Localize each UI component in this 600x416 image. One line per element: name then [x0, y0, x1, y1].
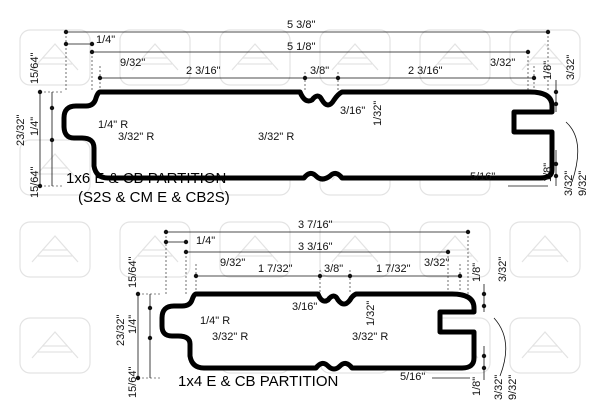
thickness-label: 23/32" — [15, 114, 27, 146]
bead-depth-label: 3/16" — [340, 105, 365, 117]
right-bottom-a-label: 1/8" — [471, 377, 483, 396]
watermark-tile — [219, 29, 291, 86]
thickness-label: 23/32" — [115, 314, 127, 346]
edge-top-label: 15/64" — [29, 52, 41, 84]
corner-radius-center-label: 3/32" R — [352, 331, 388, 343]
offset-right-label: 3/32" — [490, 57, 515, 69]
watermark-tile — [509, 221, 581, 278]
center-bead-label: 3/8" — [310, 65, 329, 77]
groove-depth-label: 5/16" — [400, 371, 425, 383]
watermark-tile — [19, 317, 91, 374]
tongue-thickness-label: 1/4" — [127, 315, 139, 334]
watermark-tile — [119, 221, 191, 278]
right-top-a-label: 1/8" — [542, 61, 554, 80]
watermark-tile — [419, 221, 491, 278]
overall-width-label: 5 3/8" — [287, 19, 315, 31]
tongue-thickness-label: 1/4" — [29, 117, 41, 136]
profile-title-1x6: 1x6 E & CB PARTITION — [66, 170, 226, 187]
watermark-tile — [319, 29, 391, 86]
right-top-a-label: 1/8" — [471, 263, 483, 282]
offset-left-label: 9/32" — [220, 257, 245, 269]
face-width-label: 3 3/16" — [298, 241, 333, 253]
right-bottom-b-label: 3/32" — [563, 171, 575, 196]
watermark-tile — [419, 29, 491, 86]
watermark-tile — [509, 29, 581, 86]
right-section-label: 1 7/32" — [376, 263, 411, 275]
watermark-tile — [19, 29, 91, 86]
tongue-radius-label: 1/4" R — [98, 119, 128, 131]
bead-depth-label: 3/16" — [292, 301, 317, 313]
edge-top-label: 15/64" — [127, 256, 139, 288]
tongue-radius-label: 1/4" R — [200, 315, 230, 327]
corner-radius-left-label: 3/32" R — [212, 331, 248, 343]
corner-radius-left-label: 3/32" R — [118, 131, 154, 143]
overall-width-label: 3 7/16" — [298, 219, 333, 231]
right-bottom-b-label: 3/32" — [493, 375, 505, 400]
tongue-quarter-label: 1/4" — [196, 235, 215, 247]
right-top-b-label: 3/32" — [565, 55, 577, 80]
profile-1x4: 3 7/16" 3 3/16" 1/4" 9/32" 1 7/32" 3/8" … — [115, 219, 519, 400]
groove-depth-label: 5/16" — [470, 171, 495, 183]
left-section-label: 2 3/16" — [186, 65, 221, 77]
left-section-label: 1 7/32" — [258, 263, 293, 275]
watermark-tile — [509, 317, 581, 374]
groove-offset-label: 1/32" — [372, 101, 384, 126]
profile-1x6: 5 3/8" 5 1/8" 1/4" 9/32" 2 3/16" 3/8" 2 … — [15, 19, 589, 206]
watermark-tile — [19, 221, 91, 278]
face-width-label: 5 1/8" — [287, 41, 315, 53]
corner-radius-center-label: 3/32" R — [258, 131, 294, 143]
board-profile-1x6 — [61, 89, 555, 182]
board-profile-1x4 — [159, 291, 477, 372]
right-top-b-label: 3/32" — [497, 257, 509, 282]
edge-bottom-label: 15/64" — [127, 366, 139, 398]
right-bottom-c-label: 9/32" — [507, 375, 519, 400]
right-bottom-c-label: 9/32" — [577, 171, 589, 196]
dimension-lines-1x6 — [39, 31, 579, 187]
edge-bottom-label: 15/64" — [29, 166, 41, 198]
watermark-tile — [119, 29, 191, 86]
watermark-tile — [219, 221, 291, 278]
profile-subtitle-1x6: (S2S & CM E & CB2S) — [78, 189, 230, 206]
watermark-tile — [319, 221, 391, 278]
offset-left-label: 9/32" — [120, 57, 145, 69]
profile-title-1x4: 1x4 E & CB PARTITION — [178, 373, 338, 390]
dimension-dots-1x6 — [37, 29, 559, 189]
right-section-label: 2 3/16" — [408, 65, 443, 77]
dimension-labels-1x4: 3 7/16" 3 3/16" 1/4" 9/32" 1 7/32" 3/8" … — [115, 219, 519, 400]
right-bottom-a-label: 1/8" — [542, 163, 554, 182]
tongue-quarter-label: 1/4" — [96, 34, 115, 46]
center-bead-label: 3/8" — [324, 263, 343, 275]
offset-right-label: 3/32" — [424, 257, 449, 269]
groove-offset-label: 1/32" — [365, 301, 377, 326]
dimension-labels-1x6: 5 3/8" 5 1/8" 1/4" 9/32" 2 3/16" 3/8" 2 … — [15, 19, 589, 198]
